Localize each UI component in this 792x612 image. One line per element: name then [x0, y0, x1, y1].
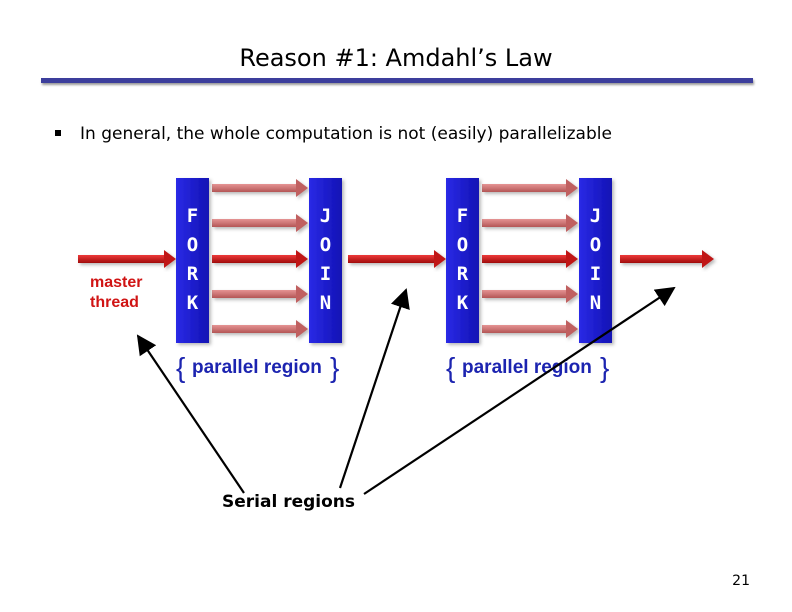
join-letter: I [320, 263, 331, 285]
fork-letter: O [187, 234, 198, 256]
thread-arrow [212, 179, 308, 197]
parallel-region-brace-close: } [330, 352, 339, 383]
fork-bar-1 [176, 178, 209, 343]
join-letter: J [320, 205, 331, 227]
join-letter: N [590, 292, 601, 314]
serial-pointer-arrow [338, 288, 410, 489]
fork-letter: R [457, 263, 469, 285]
thread-arrow [212, 285, 308, 303]
serial-regions-label: Serial regions [222, 492, 355, 512]
bullet-text: In general, the whole computation is not… [80, 124, 612, 144]
join-letter: N [320, 292, 331, 314]
join-bar-1 [309, 178, 342, 343]
thread-arrow [212, 214, 308, 232]
join-letter: O [320, 234, 331, 256]
thread-arrow [482, 320, 578, 338]
join-letter: I [590, 263, 601, 285]
parallel-threads-2 [482, 179, 578, 338]
thread-arrow [482, 285, 578, 303]
parallel-region-brace-close: } [600, 352, 609, 383]
fork-letter: F [187, 205, 198, 227]
master-arrow-1 [78, 250, 176, 268]
parallel-region-label: parallel region [462, 357, 592, 378]
join-letter: O [590, 234, 601, 256]
parallel-region-label: parallel region [192, 357, 322, 378]
join-letter: J [590, 205, 601, 227]
thread-arrow [212, 250, 308, 268]
title-underline [41, 78, 753, 83]
fork-letter: K [457, 292, 469, 314]
parallel-region-brace-open: { [446, 352, 455, 383]
serial-pointer-arrow [136, 334, 245, 494]
thread-arrow [212, 320, 308, 338]
master-arrow-3 [620, 250, 714, 268]
fork-letter: F [457, 205, 468, 227]
serial-pointer-arrow [363, 286, 676, 495]
parallel-region-brace-open: { [176, 352, 185, 383]
fork-letter: O [457, 234, 468, 256]
thread-arrow [482, 179, 578, 197]
bullet-marker [55, 130, 61, 136]
master-thread-label: master [90, 274, 142, 291]
fork-letter: K [187, 292, 199, 314]
master-thread-label: thread [90, 294, 139, 311]
slide-title: Reason #1: Amdahl’s Law [239, 44, 553, 72]
thread-arrow [482, 214, 578, 232]
thread-arrow [482, 250, 578, 268]
join-bar-2 [579, 178, 612, 343]
page-number: 21 [732, 573, 750, 589]
fork-bar-2 [446, 178, 479, 343]
parallel-threads-1 [212, 179, 308, 338]
fork-letter: R [187, 263, 199, 285]
master-arrow-2 [348, 250, 446, 268]
